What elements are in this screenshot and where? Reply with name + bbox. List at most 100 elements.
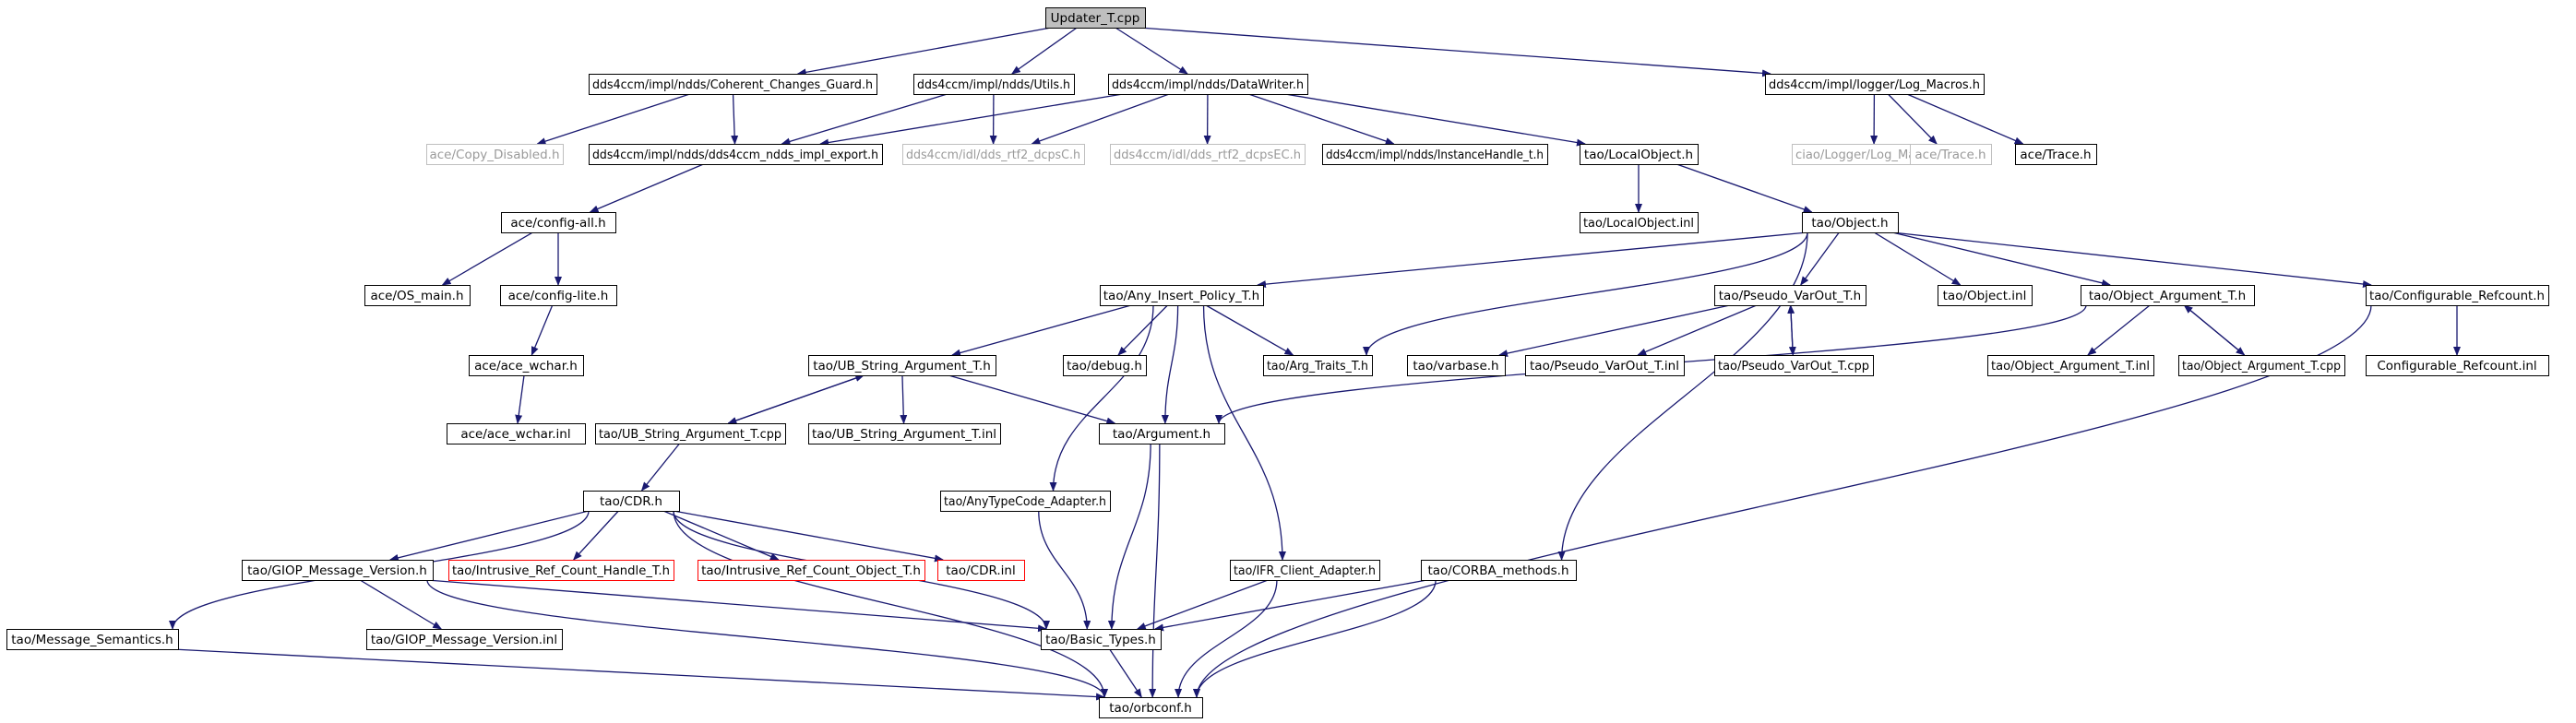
node-objarginl[interactable]: tao/Object_Argument_T.inl xyxy=(1987,355,2154,376)
node-anyins[interactable]: tao/Any_Insert_Policy_T.h xyxy=(1100,285,1264,306)
node-msgsem[interactable]: tao/Message_Semantics.h xyxy=(6,629,179,650)
node-box xyxy=(589,144,883,165)
node-label: dds4ccm/impl/ndds/DataWriter.h xyxy=(1112,77,1304,92)
node-irco[interactable]: tao/Intrusive_Ref_Count_Object_T.h xyxy=(698,560,925,581)
node-argtraits[interactable]: tao/Arg_Traits_T.h xyxy=(1263,355,1373,376)
node-osmain[interactable]: ace/OS_main.h xyxy=(364,285,471,306)
node-copydis: ace/Copy_Disabled.h xyxy=(426,144,564,165)
node-box xyxy=(1525,355,1685,376)
node-box xyxy=(1421,560,1577,581)
node-pseudoinl[interactable]: tao/Pseudo_VarOut_T.inl xyxy=(1525,355,1685,376)
node-label: dds4ccm/idl/dds_rtf2_dcpsEC.h xyxy=(1114,148,1301,162)
dependency-edge-cdr-to-cdrinl xyxy=(673,510,944,563)
dependency-edge-ccg-to-copydis xyxy=(536,93,690,146)
node-object[interactable]: tao/Object.h xyxy=(1802,212,1899,233)
dependency-edge-configall-to-osmain xyxy=(441,231,533,286)
node-corbam[interactable]: tao/CORBA_methods.h xyxy=(1421,560,1577,581)
node-acewchar[interactable]: ace/ace_wchar.h xyxy=(469,355,584,376)
node-ihandle[interactable]: dds4ccm/impl/ndds/InstanceHandle_t.h xyxy=(1322,144,1548,165)
node-label: tao/Object.h xyxy=(1811,216,1888,231)
dependency-edge-updater-to-logmacros xyxy=(1139,27,1771,77)
dependency-edge-pseudo-to-varbase xyxy=(1498,304,1730,358)
node-box xyxy=(1714,355,1874,376)
node-label: tao/Pseudo_VarOut_T.cpp xyxy=(1718,359,1869,373)
node-cdr[interactable]: tao/CDR.h xyxy=(583,491,680,512)
node-trace2[interactable]: ace/Trace.h xyxy=(2015,144,2097,165)
node-label: tao/Message_Semantics.h xyxy=(11,633,173,647)
node-label: ace/OS_main.h xyxy=(370,289,463,303)
node-localobjinl[interactable]: tao/LocalObject.inl xyxy=(1580,212,1699,233)
node-objinl[interactable]: tao/Object.inl xyxy=(1938,285,2033,306)
node-giopmv[interactable]: tao/GIOP_Message_Version.h xyxy=(242,560,434,581)
node-acewcharinl[interactable]: ace/ace_wchar.inl xyxy=(447,423,586,444)
node-localobj[interactable]: tao/LocalObject.h xyxy=(1580,144,1699,165)
dependency-edge-argument-to-basic xyxy=(1107,443,1151,630)
node-box xyxy=(940,491,1111,512)
dependency-edge-cdr-to-giopmv xyxy=(388,510,590,562)
node-label: tao/LocalObject.inl xyxy=(1583,216,1694,231)
dependency-edge-anyins-to-argtraits xyxy=(1205,304,1294,356)
node-box xyxy=(2366,285,2549,306)
node-cfgref[interactable]: tao/Configurable_Refcount.h xyxy=(2366,285,2549,306)
node-argument[interactable]: tao/Argument.h xyxy=(1099,423,1225,444)
node-box xyxy=(426,144,564,165)
node-ubstrcpp[interactable]: tao/UB_String_Argument_T.cpp xyxy=(595,423,786,444)
node-varbase[interactable]: tao/varbase.h xyxy=(1407,355,1506,376)
node-cdrinl[interactable]: tao/CDR.inl xyxy=(937,560,1025,581)
node-ifr[interactable]: tao/IFR_Client_Adapter.h xyxy=(1230,560,1380,581)
node-box xyxy=(1110,144,1306,165)
node-objarg[interactable]: tao/Object_Argument_T.h xyxy=(2081,285,2255,306)
node-export[interactable]: dds4ccm/impl/ndds/dds4ccm_ndds_impl_expo… xyxy=(589,144,883,165)
node-box xyxy=(1987,355,2154,376)
dependency-edge-ccg-to-export xyxy=(731,93,739,145)
node-box xyxy=(1407,355,1506,376)
node-dw[interactable]: dds4ccm/impl/ndds/DataWriter.h xyxy=(1108,74,1308,95)
node-pseudo[interactable]: tao/Pseudo_VarOut_T.h xyxy=(1714,285,1866,306)
node-label: ace/config-lite.h xyxy=(508,289,609,303)
node-orbconf[interactable]: tao/orbconf.h xyxy=(1099,697,1203,718)
node-objargcpp[interactable]: tao/Object_Argument_T.cpp xyxy=(2178,355,2345,376)
node-box xyxy=(1910,144,1992,165)
node-label: tao/Configurable_Refcount.h xyxy=(2369,289,2545,303)
node-label: tao/LocalObject.h xyxy=(1584,148,1693,162)
node-box xyxy=(1063,355,1147,376)
node-box xyxy=(808,423,1001,444)
dependency-edge-objargcpp-to-objarg xyxy=(2183,304,2246,356)
node-label: tao/Pseudo_VarOut_T.inl xyxy=(1530,359,1679,373)
dependency-edge-logmacros-to-trace1 xyxy=(1887,93,1938,145)
node-box xyxy=(1802,212,1899,233)
node-pseudocpp[interactable]: tao/Pseudo_VarOut_T.cpp xyxy=(1714,355,1874,376)
node-configall[interactable]: ace/config-all.h xyxy=(501,212,616,233)
node-box xyxy=(595,423,786,444)
dependency-edge-ubstr-to-argument xyxy=(948,374,1116,425)
node-label: tao/Intrusive_Ref_Count_Handle_T.h xyxy=(452,563,670,578)
dependency-edge-ubstr-to-ubstrinl xyxy=(900,374,908,424)
node-debug[interactable]: tao/debug.h xyxy=(1063,355,1147,376)
node-utils[interactable]: dds4ccm/impl/ndds/Utils.h xyxy=(913,74,1075,95)
node-label: Configurable_Refcount.inl xyxy=(2377,359,2536,373)
node-box xyxy=(1322,144,1548,165)
node-label: tao/Intrusive_Ref_Count_Object_T.h xyxy=(701,563,921,578)
node-box xyxy=(2081,285,2255,306)
node-ubstr[interactable]: tao/UB_String_Argument_T.h xyxy=(808,355,996,376)
node-cfgrefinl[interactable]: Configurable_Refcount.inl xyxy=(2366,355,2549,376)
node-label: tao/GIOP_Message_Version.h xyxy=(247,563,427,578)
dependency-edge-giopmv-to-giopmvinl xyxy=(359,579,443,630)
node-giopmvinl[interactable]: tao/GIOP_Message_Version.inl xyxy=(366,629,563,650)
node-box xyxy=(583,491,680,512)
dependency-edge-anyins-to-anytc xyxy=(1049,304,1154,492)
node-box xyxy=(1263,355,1373,376)
node-logmacros[interactable]: dds4ccm/impl/logger/Log_Macros.h xyxy=(1765,74,1985,95)
dependency-edge-object-to-anyins xyxy=(1257,231,1808,289)
node-anytc[interactable]: tao/AnyTypeCode_Adapter.h xyxy=(940,491,1111,512)
node-label: tao/GIOP_Message_Version.inl xyxy=(371,633,557,647)
dependency-edge-corbam-to-orbconf xyxy=(1193,579,1437,698)
node-configlite[interactable]: ace/config-lite.h xyxy=(500,285,617,306)
node-irch[interactable]: tao/Intrusive_Ref_Count_Handle_T.h xyxy=(448,560,674,581)
node-label: tao/varbase.h xyxy=(1413,359,1498,373)
node-label: dds4ccm/impl/ndds/Utils.h xyxy=(917,77,1070,92)
node-basic[interactable]: tao/Basic_Types.h xyxy=(1041,629,1162,650)
node-ubstrinl[interactable]: tao/UB_String_Argument_T.inl xyxy=(808,423,1001,444)
node-ccg[interactable]: dds4ccm/impl/ndds/Coherent_Changes_Guard… xyxy=(589,74,877,95)
node-label: tao/CDR.inl xyxy=(946,563,1015,578)
